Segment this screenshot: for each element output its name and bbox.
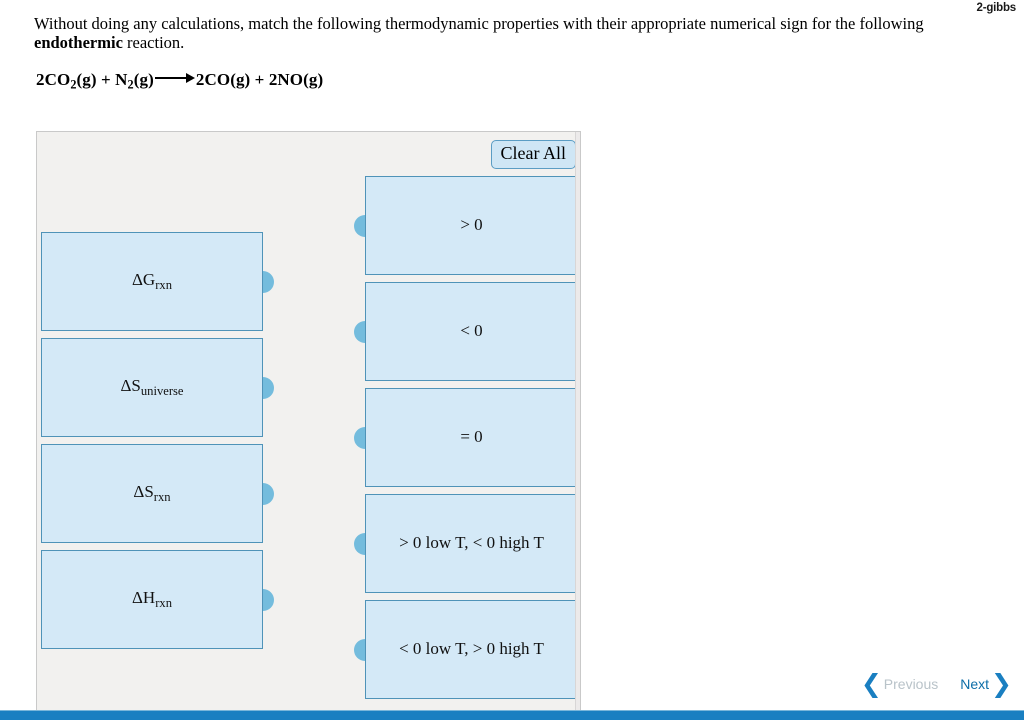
property-subscript: universe: [140, 383, 184, 398]
connector-nub-icon[interactable]: [354, 532, 365, 555]
chevron-right-icon: ❯: [991, 669, 1012, 698]
connector-nub-icon[interactable]: [263, 588, 274, 611]
property-subscript: rxn: [155, 595, 172, 610]
sign-option-tile-positive-low-t-negative-high-t[interactable]: > 0 low T, < 0 high T: [354, 494, 578, 593]
reaction-equation: 2CO2(g) + N2(g)2CO(g) + 2NO(g): [36, 70, 323, 92]
property-symbol: ΔG: [132, 269, 156, 289]
property-tile-label: ΔSuniverse: [120, 375, 184, 399]
property-tile-delta-s-universe[interactable]: ΔSuniverse: [41, 338, 274, 437]
reactant-1-coefficient: 2CO: [36, 70, 71, 89]
reactant-2-subscript: 2: [127, 77, 134, 92]
property-tile-delta-h-rxn[interactable]: ΔHrxn: [41, 550, 274, 649]
connector-nub-icon[interactable]: [263, 376, 274, 399]
chevron-left-icon: ❮: [860, 669, 882, 698]
property-subscript: rxn: [155, 277, 172, 292]
reactant-2-state: (g): [133, 70, 154, 89]
connector-nub-icon[interactable]: [354, 426, 365, 449]
sign-option-label: > 0: [460, 215, 483, 235]
sign-option-label: > 0 low T, < 0 high T: [399, 533, 544, 553]
connector-nub-icon[interactable]: [354, 320, 365, 343]
property-tile-delta-g-rxn[interactable]: ΔGrxn: [41, 232, 274, 331]
property-tile-label: ΔSrxn: [133, 481, 171, 505]
sign-option-tile-negative-low-t-positive-high-t[interactable]: < 0 low T, > 0 high T: [354, 600, 578, 699]
reactant-1-subscript: 2: [70, 77, 77, 92]
connector-nub-icon[interactable]: [263, 482, 274, 505]
plus-sign-1: +: [96, 70, 116, 89]
sign-option-label: < 0 low T, > 0 high T: [399, 639, 544, 659]
previous-button[interactable]: ❮ Previous: [861, 671, 938, 696]
panel-scrollbar[interactable]: [575, 132, 580, 710]
product-1: 2CO(g): [195, 70, 251, 89]
prompt-line-1: Without doing any calculations, match th…: [34, 14, 924, 33]
next-button-label: Next: [960, 675, 990, 692]
product-2: 2NO(g): [268, 70, 324, 89]
property-symbol: ΔH: [132, 587, 156, 607]
connector-nub-icon[interactable]: [354, 214, 365, 237]
matching-activity-panel: Clear All ΔGrxn ΔSuniverse ΔSrxn ΔHrxn >…: [36, 131, 581, 711]
property-tile-label: ΔGrxn: [132, 269, 172, 293]
question-prompt: Without doing any calculations, match th…: [34, 14, 1014, 52]
plus-sign-2: +: [250, 70, 269, 89]
connector-nub-icon[interactable]: [263, 270, 274, 293]
prompt-line-2: reaction.: [122, 33, 185, 52]
navigation-controls: ❮ Previous Next ❯: [861, 671, 1012, 696]
previous-button-label: Previous: [883, 675, 939, 692]
connector-nub-icon[interactable]: [354, 638, 365, 661]
property-tile-label: ΔHrxn: [132, 587, 172, 611]
next-button[interactable]: Next ❯: [960, 671, 1012, 696]
sign-option-label: < 0: [460, 321, 483, 341]
sign-option-tile-greater-than-zero[interactable]: > 0: [354, 176, 578, 275]
sign-option-label: = 0: [460, 427, 483, 447]
sign-option-column: > 0 < 0 = 0 > 0 low T, < 0 high T < 0 lo…: [354, 176, 578, 706]
reactant-1-state: (g): [76, 70, 97, 89]
page-label: 2-gibbs: [976, 2, 1017, 14]
property-symbol: ΔS: [120, 375, 141, 395]
bottom-accent-bar: [0, 710, 1024, 720]
reaction-arrow-icon: [154, 73, 195, 84]
clear-all-button[interactable]: Clear All: [490, 140, 576, 169]
prompt-emphasis: endothermic: [34, 33, 123, 52]
property-subscript: rxn: [153, 489, 171, 504]
property-symbol: ΔS: [133, 481, 154, 501]
sign-option-tile-equal-zero[interactable]: = 0: [354, 388, 578, 487]
property-tile-delta-s-rxn[interactable]: ΔSrxn: [41, 444, 274, 543]
property-column: ΔGrxn ΔSuniverse ΔSrxn ΔHrxn: [41, 232, 274, 656]
sign-option-tile-less-than-zero[interactable]: < 0: [354, 282, 578, 381]
reactant-2-coefficient: N: [115, 70, 128, 89]
